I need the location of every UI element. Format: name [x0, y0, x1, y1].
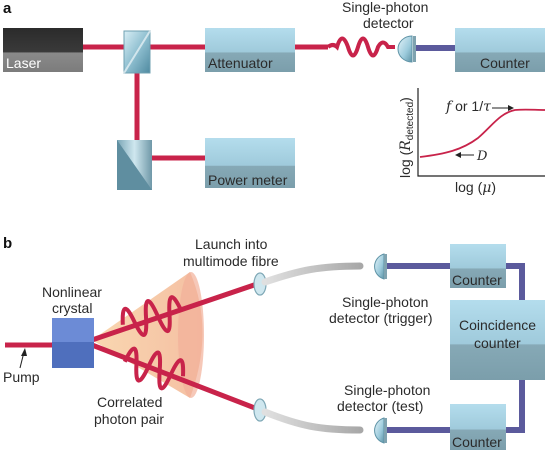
attenuator-label: Attenuator	[208, 55, 273, 71]
coincidence-label-line1: Coincidence	[459, 317, 536, 333]
pair-label-line2: photon pair	[94, 411, 164, 427]
fibre-lower	[261, 408, 364, 434]
pump-arrow	[21, 348, 27, 356]
detector-a-label-line1: Single-photon	[342, 0, 428, 15]
attenuator-box	[205, 28, 295, 72]
photon-wavepacket-upper	[120, 295, 183, 337]
inset-efficiency-arrow	[455, 152, 461, 158]
counter-a-label: Counter	[480, 55, 530, 71]
crystal-label-line1: Nonlinear	[42, 284, 102, 300]
detector-test	[374, 417, 385, 444]
photon-wavepacket	[326, 36, 395, 58]
det-test-label-line2: detector (test)	[337, 398, 423, 414]
counter-a-box	[455, 28, 545, 72]
counter-bottom-box	[450, 404, 506, 450]
pump-label: Pump	[3, 369, 40, 385]
det-trigger-label-line2: detector (trigger)	[329, 310, 432, 326]
panel-b-label: b	[3, 235, 12, 252]
inset-axes	[417, 88, 545, 177]
inset-curve	[419, 108, 546, 158]
coincidence-counter-box	[450, 300, 545, 380]
crystal-label-line2: crystal	[52, 300, 92, 316]
laser-box	[3, 28, 83, 72]
inset-ylabel: log (Rdetected)	[397, 97, 416, 178]
counter-top-label: Counter	[452, 272, 502, 288]
counter-bottom-label: Counter	[452, 434, 502, 450]
beam-test	[91, 342, 261, 413]
power-meter-label: Power meter	[208, 172, 288, 188]
fibre-upper	[261, 262, 364, 286]
inset-saturation-label: f or 1/τ	[445, 98, 491, 115]
inset-saturation-arrow	[508, 105, 514, 111]
launch-label-line2: multimode fibre	[183, 253, 279, 269]
inset-efficiency-label: D	[476, 149, 488, 164]
power-meter-box	[205, 138, 295, 188]
pair-label-line1: Correlated	[97, 394, 162, 410]
laser-label: Laser	[6, 55, 41, 71]
launch-label-line1: Launch into	[195, 236, 268, 252]
detector-trigger	[374, 253, 385, 280]
detector-a	[397, 35, 413, 63]
det-trigger-label-line1: Single-photon	[342, 294, 428, 310]
inset-xlabel: log (μ)	[455, 179, 496, 196]
cable-counter-bottom-to-coincidence	[505, 369, 525, 433]
panel-a-label: a	[3, 0, 12, 17]
photon-wavepacket-lower	[122, 346, 186, 391]
beam-trigger	[91, 280, 261, 343]
coincidence-label-line2: counter	[474, 335, 521, 351]
detector-a-label-line2: detector	[363, 15, 414, 31]
inset-plot: log (Rdetected) log (μ) f or 1/τ D	[397, 88, 546, 196]
counter-top-box	[450, 244, 506, 288]
det-test-label-line1: Single-photon	[344, 382, 430, 398]
